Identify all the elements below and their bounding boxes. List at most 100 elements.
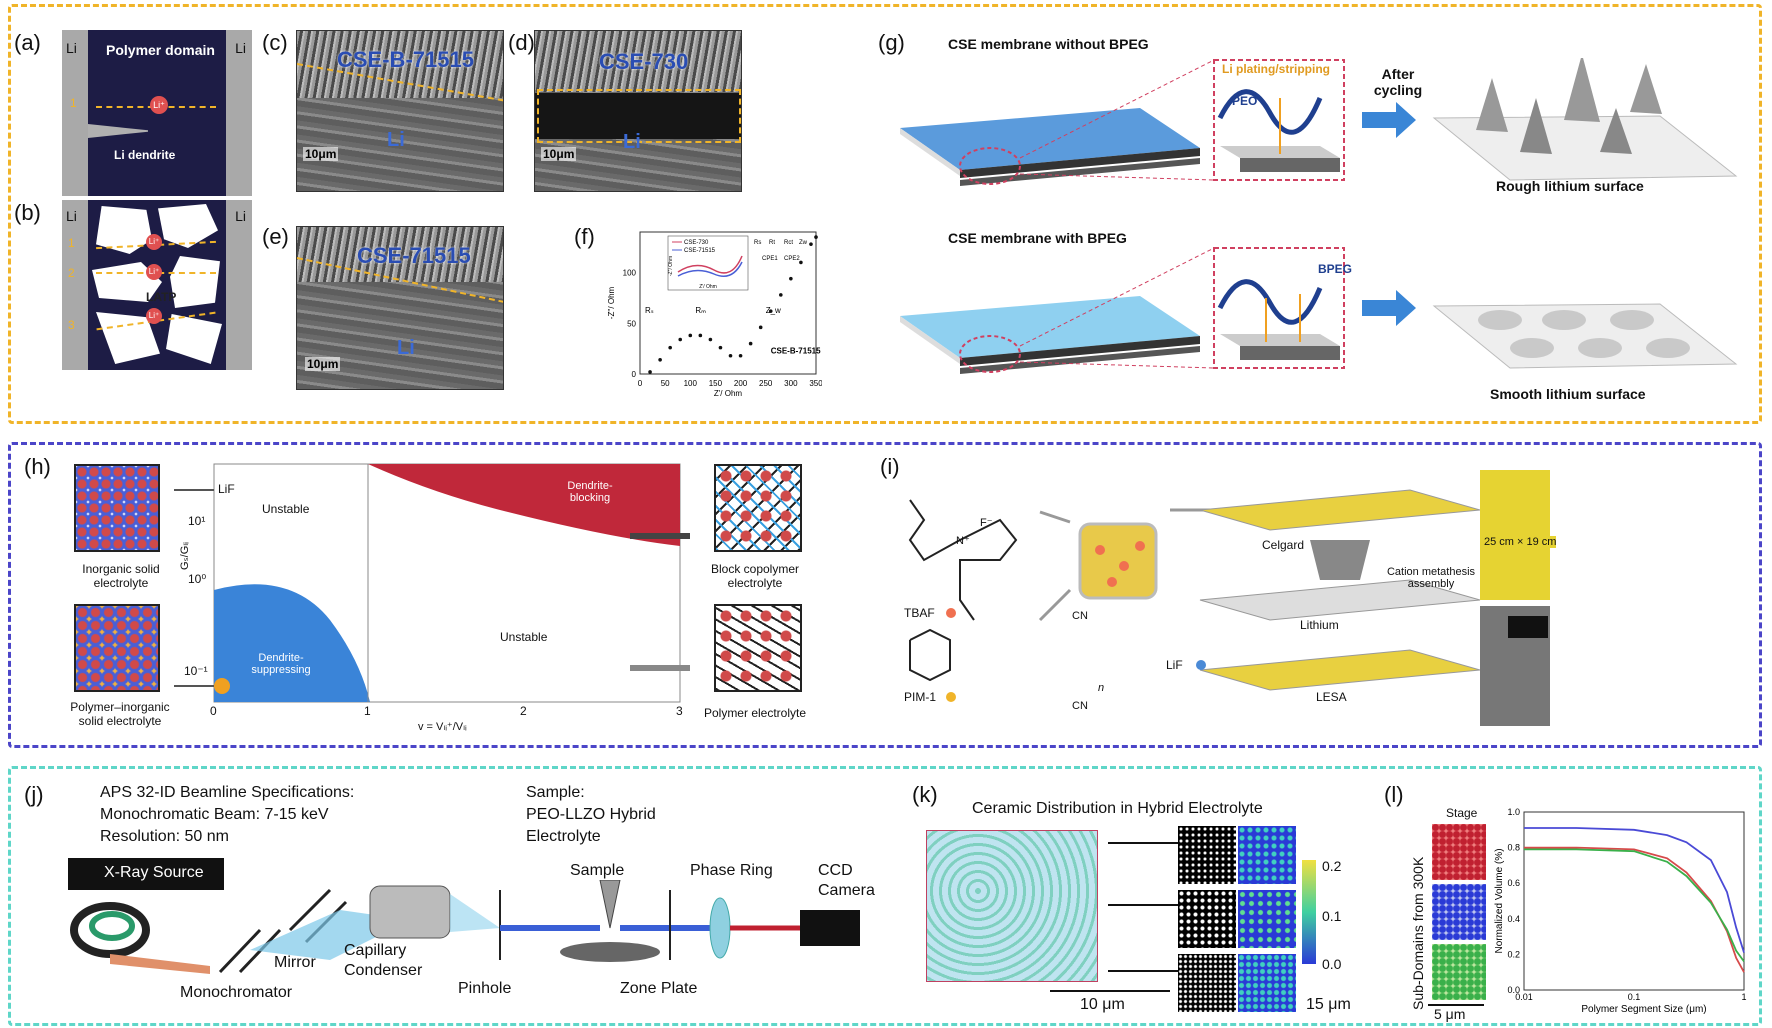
xray-source-box — [68, 858, 224, 890]
block-copolymer-icon — [714, 464, 802, 552]
membrane-layer-dark — [960, 148, 1200, 178]
panel-g-diagram — [900, 58, 1738, 374]
l-stage: Stage — [1446, 806, 1478, 820]
series-line-0 — [1524, 827, 1745, 953]
panel-label-k: (k) — [912, 782, 938, 807]
stage-volume-blue — [1432, 884, 1486, 940]
h-xtick-1: 1 — [364, 704, 371, 718]
l-scalebar — [1428, 1004, 1484, 1006]
y-tick-label: 0.4 — [1507, 914, 1520, 924]
sample-label: CSE-730 — [599, 49, 689, 74]
y-axis-label: Normalized Volume (%) — [1494, 848, 1505, 953]
data-point — [708, 337, 713, 342]
panel-label-d: (d) — [508, 30, 535, 55]
g-top-title: CSE membrane without BPEG — [948, 36, 1149, 52]
annot-rs: Rₛ — [645, 306, 654, 315]
j-mirror: Mirror — [274, 954, 316, 971]
latp-grain — [166, 314, 222, 364]
path-number-2: 2 — [68, 266, 75, 280]
i-cn-bottom: CN — [1072, 700, 1088, 712]
i-lithium: Lithium — [1300, 618, 1339, 632]
x-tick-label: 0.1 — [1628, 992, 1641, 1002]
heatmap-slice — [1238, 826, 1296, 884]
sample-stage — [560, 942, 660, 962]
i-nplus: N⁺ — [956, 535, 970, 547]
zoom-circle — [959, 335, 1021, 373]
data-point — [678, 337, 683, 342]
solution-particle — [1095, 545, 1105, 555]
circuit-element: CPE1 — [762, 256, 778, 262]
li-dendrite-label: Li dendrite — [114, 148, 176, 162]
synchrotron-inner — [89, 911, 135, 941]
smooth-dome — [1542, 310, 1586, 330]
g-bottom-title: CSE membrane with BPEG — [948, 230, 1127, 246]
inorganic-label: Inorganic solid electrolyte — [82, 562, 160, 590]
j-phase: Phase Ring — [690, 862, 773, 879]
data-point — [658, 358, 662, 362]
li-electrode-right — [226, 200, 252, 370]
membrane-layer-base — [960, 158, 1200, 186]
j-spec1: APS 32-ID Beamline Specifications: — [100, 784, 355, 801]
y-tick-label: 0.8 — [1507, 843, 1520, 853]
y-tick-label: 1.0 — [1507, 807, 1520, 817]
h-suppressing-label: Dendrite-suppressing — [251, 652, 311, 676]
polymer-domain-label: Polymer domain — [106, 42, 215, 58]
li-label-right: Li — [235, 208, 246, 224]
k-arrow — [1108, 970, 1178, 972]
g-inset-label: Li plating/stripping — [1222, 62, 1330, 76]
j-spec2: Monochromatic Beam: 7-15 keV — [100, 806, 329, 823]
lesa-layer — [1199, 649, 1481, 691]
dendrite-suppressing-region — [214, 584, 370, 702]
arrow-to-beaker — [1038, 588, 1072, 622]
y-axis-label: -Z''/ Ohm — [607, 286, 616, 319]
j-spec3: Resolution: 50 nm — [100, 828, 229, 845]
binary-slice — [1178, 954, 1236, 1012]
k-scalebar — [1050, 990, 1170, 992]
k-arrow — [1108, 842, 1178, 844]
panel-label-j: (j) — [24, 782, 44, 807]
j-sample: Sample — [570, 862, 625, 879]
li-ion-dot: Li⁺ — [146, 308, 162, 324]
stage-volume-red — [1432, 824, 1486, 880]
scale-bar: 10μm — [541, 147, 577, 161]
colorbar — [1302, 860, 1316, 964]
polymer-electrolyte-label: Polymer electrolyte — [703, 706, 807, 720]
x-tick-label: 200 — [734, 379, 748, 388]
j-mono: Monochromator — [180, 984, 293, 1001]
group-box-a-g — [8, 4, 1762, 424]
h-unstable-right: Unstable — [500, 630, 548, 644]
li-ion-dot: Li⁺ — [150, 96, 168, 114]
bpeg-chain — [1217, 279, 1323, 325]
y-tick-label: 100 — [623, 269, 637, 278]
h-xtick-3: 3 — [676, 704, 683, 718]
j-zone: Zone Plate — [620, 980, 698, 997]
smooth-dome — [1578, 338, 1622, 358]
x-tick-label: 150 — [709, 379, 723, 388]
li-label-right: Li — [235, 40, 246, 56]
stage-volume-green — [1432, 944, 1486, 1000]
panel-a-diagram: Li Li Polymer domain 1 Li⁺ Li dendrite — [62, 30, 252, 196]
dendrite-cone — [1476, 78, 1508, 132]
k-cbar-02: 0.2 — [1322, 858, 1342, 874]
tbaf-dot — [946, 608, 956, 618]
k-scale2: 15 μm — [1306, 996, 1351, 1013]
dendrite-cone — [1600, 108, 1632, 154]
phase-diagram — [174, 463, 690, 703]
h-xtick-0: 0 — [210, 704, 217, 718]
panel-label-h: (h) — [24, 454, 51, 479]
h-lif-label: LiF — [218, 482, 235, 496]
polymer-electrolyte-icon — [714, 604, 802, 692]
i-lesa: LESA — [1316, 690, 1347, 704]
circuit-element: Rs — [754, 240, 761, 246]
dendrite-shape — [88, 124, 148, 138]
sem-image-c: CSE-B-71515 Li 10μm — [296, 30, 504, 192]
panel-label-l: (l) — [1384, 782, 1404, 807]
data-point — [738, 353, 743, 358]
j-ccd1: CCD — [818, 862, 853, 879]
data-point — [748, 341, 753, 346]
dendrite-blocking-region — [368, 464, 680, 546]
g-smooth-label: Smooth lithium surface — [1490, 386, 1646, 402]
circuit-element: Rct — [784, 240, 793, 246]
j-pinhole: Pinhole — [458, 980, 512, 997]
